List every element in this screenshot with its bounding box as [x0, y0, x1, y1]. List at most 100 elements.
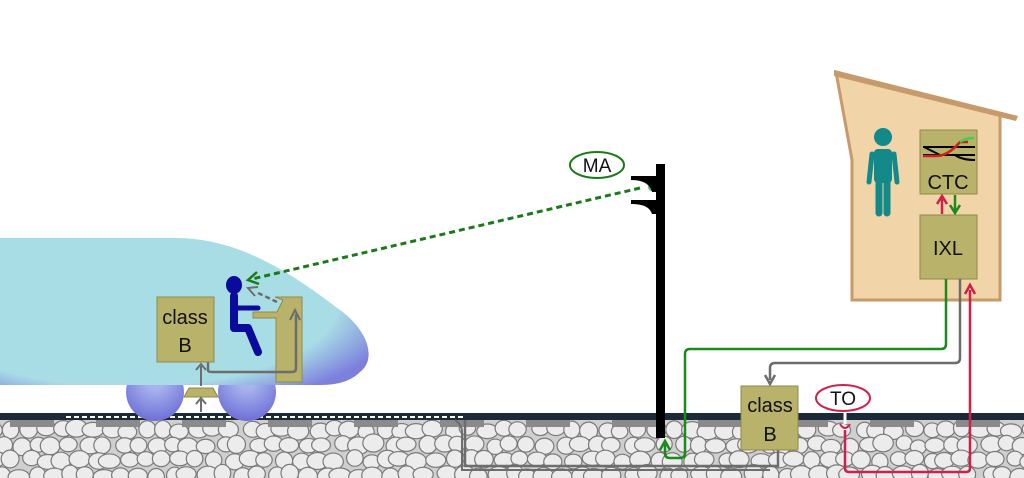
ballast-stone [850, 450, 871, 470]
ballast-stone [147, 467, 166, 478]
ballast-stone [328, 467, 352, 478]
driver-desk [252, 296, 303, 383]
track-layout-icon [923, 136, 976, 161]
to-connector [839, 423, 851, 429]
ballast-stone [397, 465, 416, 478]
ballast-stone [280, 463, 300, 478]
onboard-class-b-label: class [162, 307, 208, 329]
sleeper [784, 419, 828, 427]
ballast-stone [58, 436, 78, 453]
ballast-stone [138, 420, 157, 439]
red-to-cable [843, 290, 972, 474]
ctc-label: CTC [927, 172, 968, 194]
sleeper [182, 419, 226, 427]
trackside-class-b-box [740, 385, 799, 451]
ballast-stone [322, 452, 344, 471]
ballast-stone [311, 437, 331, 453]
ballast-stone [985, 450, 1005, 468]
sleeper [526, 419, 570, 427]
ballast-stone [97, 453, 121, 469]
sleeper [440, 419, 484, 427]
ballast-stone [924, 437, 946, 454]
ballast-stone [1009, 467, 1024, 478]
ballast-stone [425, 452, 447, 468]
ixl-box [919, 214, 978, 280]
ballast-stone [175, 466, 197, 478]
trackside-class-b-label-b: B [763, 424, 776, 446]
ballast-stone [637, 463, 658, 478]
ballast-stone [247, 465, 266, 478]
ballast-stone [568, 435, 591, 453]
signal-mast [656, 164, 665, 438]
ballast-stone [127, 467, 148, 478]
train: class B [0, 238, 369, 421]
arrow-up-icon [963, 282, 977, 295]
ballast-stone [600, 466, 622, 478]
ballast-stone [361, 466, 383, 478]
signal-head-upper [631, 176, 657, 192]
arrow-down-icon [763, 374, 777, 387]
ballast-stone [445, 449, 464, 468]
ballast-stone [278, 437, 300, 454]
ballast-stone [412, 466, 434, 478]
signal-box-building: CTC IXL [834, 69, 1018, 302]
green-signal-cable [663, 279, 948, 460]
dispatcher-icon [866, 128, 900, 217]
ballast-stone [595, 449, 616, 468]
arrow-up-icon [195, 396, 207, 405]
ballast-stone [120, 451, 140, 468]
ballast-stone [904, 449, 925, 467]
ballast-stone [499, 435, 518, 452]
to-bubble [815, 384, 871, 412]
sleeper [10, 419, 54, 427]
train-antenna [183, 387, 219, 398]
ballast-stone [436, 465, 458, 478]
ballast-stone [0, 449, 20, 469]
ballast-stone [474, 449, 494, 469]
ballast-stone [1019, 455, 1024, 469]
ballast-stone [936, 420, 956, 438]
arrow-down-icon [948, 204, 962, 216]
arrow-up-icon [658, 438, 672, 451]
ballast-stone [508, 421, 527, 438]
arrow-up-icon [289, 307, 301, 321]
ballast-stone [345, 449, 364, 467]
sleeper [96, 419, 140, 427]
ixl-label: IXL [933, 238, 963, 260]
ballast-stone [75, 466, 94, 478]
ballast-stone [153, 419, 172, 439]
rail [0, 413, 1024, 420]
ballast-stone [151, 450, 171, 468]
ballast-stone [93, 436, 112, 455]
ballast-stone [782, 450, 805, 467]
gray-classb-cable [768, 279, 962, 380]
movement-authority-line [251, 186, 641, 281]
ballast-stone [872, 433, 894, 453]
onboard-class-b-box [156, 296, 215, 363]
ballast-stone [395, 436, 417, 452]
sleeper [268, 419, 312, 427]
gray-trackside-cable-2 [454, 419, 770, 471]
driver-icon [226, 276, 262, 356]
ballast-stone [362, 433, 385, 453]
ma-bubble [569, 151, 625, 179]
ballast-stone [195, 438, 216, 455]
ballast-stone [39, 436, 61, 456]
signal [631, 164, 665, 438]
sleepers [10, 419, 1000, 427]
ma-label: MA [583, 156, 612, 177]
ballast-stone [728, 450, 750, 469]
ballast-stone [992, 466, 1012, 478]
ballast-stone [705, 464, 723, 478]
ctc-box [919, 129, 978, 195]
ballast-stone [255, 452, 273, 468]
sleeper [956, 419, 1000, 427]
sleeper [698, 419, 742, 427]
ballast-stone [633, 437, 656, 453]
ballast-stone [665, 420, 684, 440]
ballast-stone [421, 419, 443, 438]
ballast-stone [185, 449, 204, 468]
signal-head-lower [631, 200, 657, 214]
